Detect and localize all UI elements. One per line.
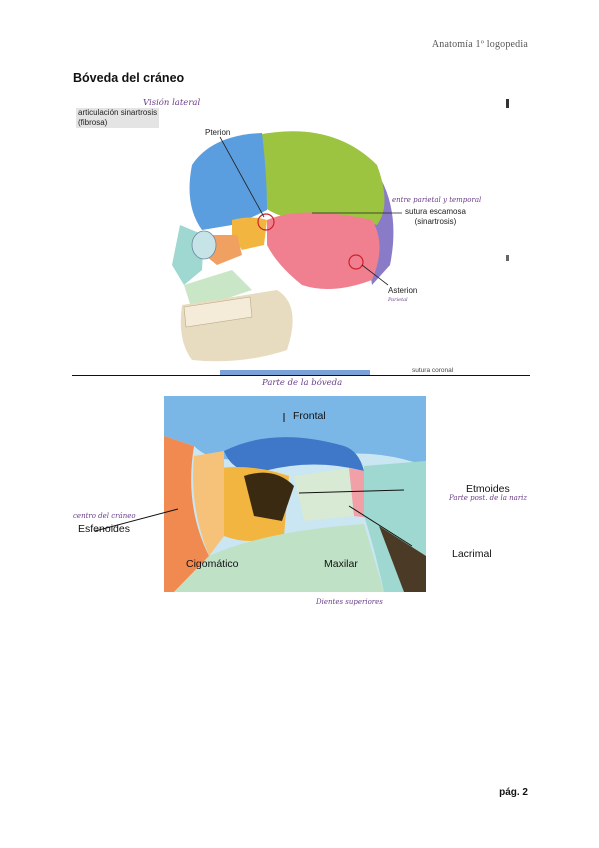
note-teeth: Dientes superiores: [316, 598, 383, 606]
page-number: pág. 2: [499, 787, 528, 798]
label-suture-line1: sutura escamosa: [405, 207, 466, 216]
note-ethmoid: Parte post. de la nariz: [449, 494, 528, 502]
note-vault: Parte de la bóveda: [262, 378, 343, 388]
pterion-marker: [257, 213, 275, 231]
label-coronal: sutura coronal: [412, 367, 454, 374]
label-suture-line2: (sinartrosis): [414, 217, 457, 226]
label-pterion: Pterion: [205, 128, 231, 137]
label-joint-line1: articulación sinartrosis: [76, 108, 160, 118]
note-between: entre parietal y temporal: [392, 196, 482, 204]
skull-lateral-illustration: [172, 99, 509, 362]
section-title: Bóveda del cráneo: [73, 71, 185, 85]
note-asterion: Parietal: [388, 297, 408, 303]
divider-line: [72, 375, 530, 376]
orbit-figure: [164, 396, 426, 592]
label-lacrimal: Lacrimal: [452, 548, 492, 560]
label-ethmoid: Etmoides: [466, 483, 510, 495]
note-view: Visión lateral: [143, 98, 201, 108]
label-maxilla: Maxilar: [324, 558, 358, 570]
note-sphenoid: centro del cráneo: [73, 512, 136, 520]
asterion-marker: [348, 254, 364, 270]
label-joint-line2: (fibrosa): [76, 118, 160, 128]
label-zygomatic: Cigomático: [186, 558, 239, 570]
orbit-illustration: [164, 396, 426, 592]
label-sphenoid: Esfenoides: [78, 523, 130, 535]
header-course: Anatomía 1º logopedia: [431, 39, 528, 50]
skull-lateral-figure: [72, 95, 512, 375]
label-frontal: Frontal: [293, 410, 326, 422]
label-asterion: Asterion: [388, 286, 418, 295]
